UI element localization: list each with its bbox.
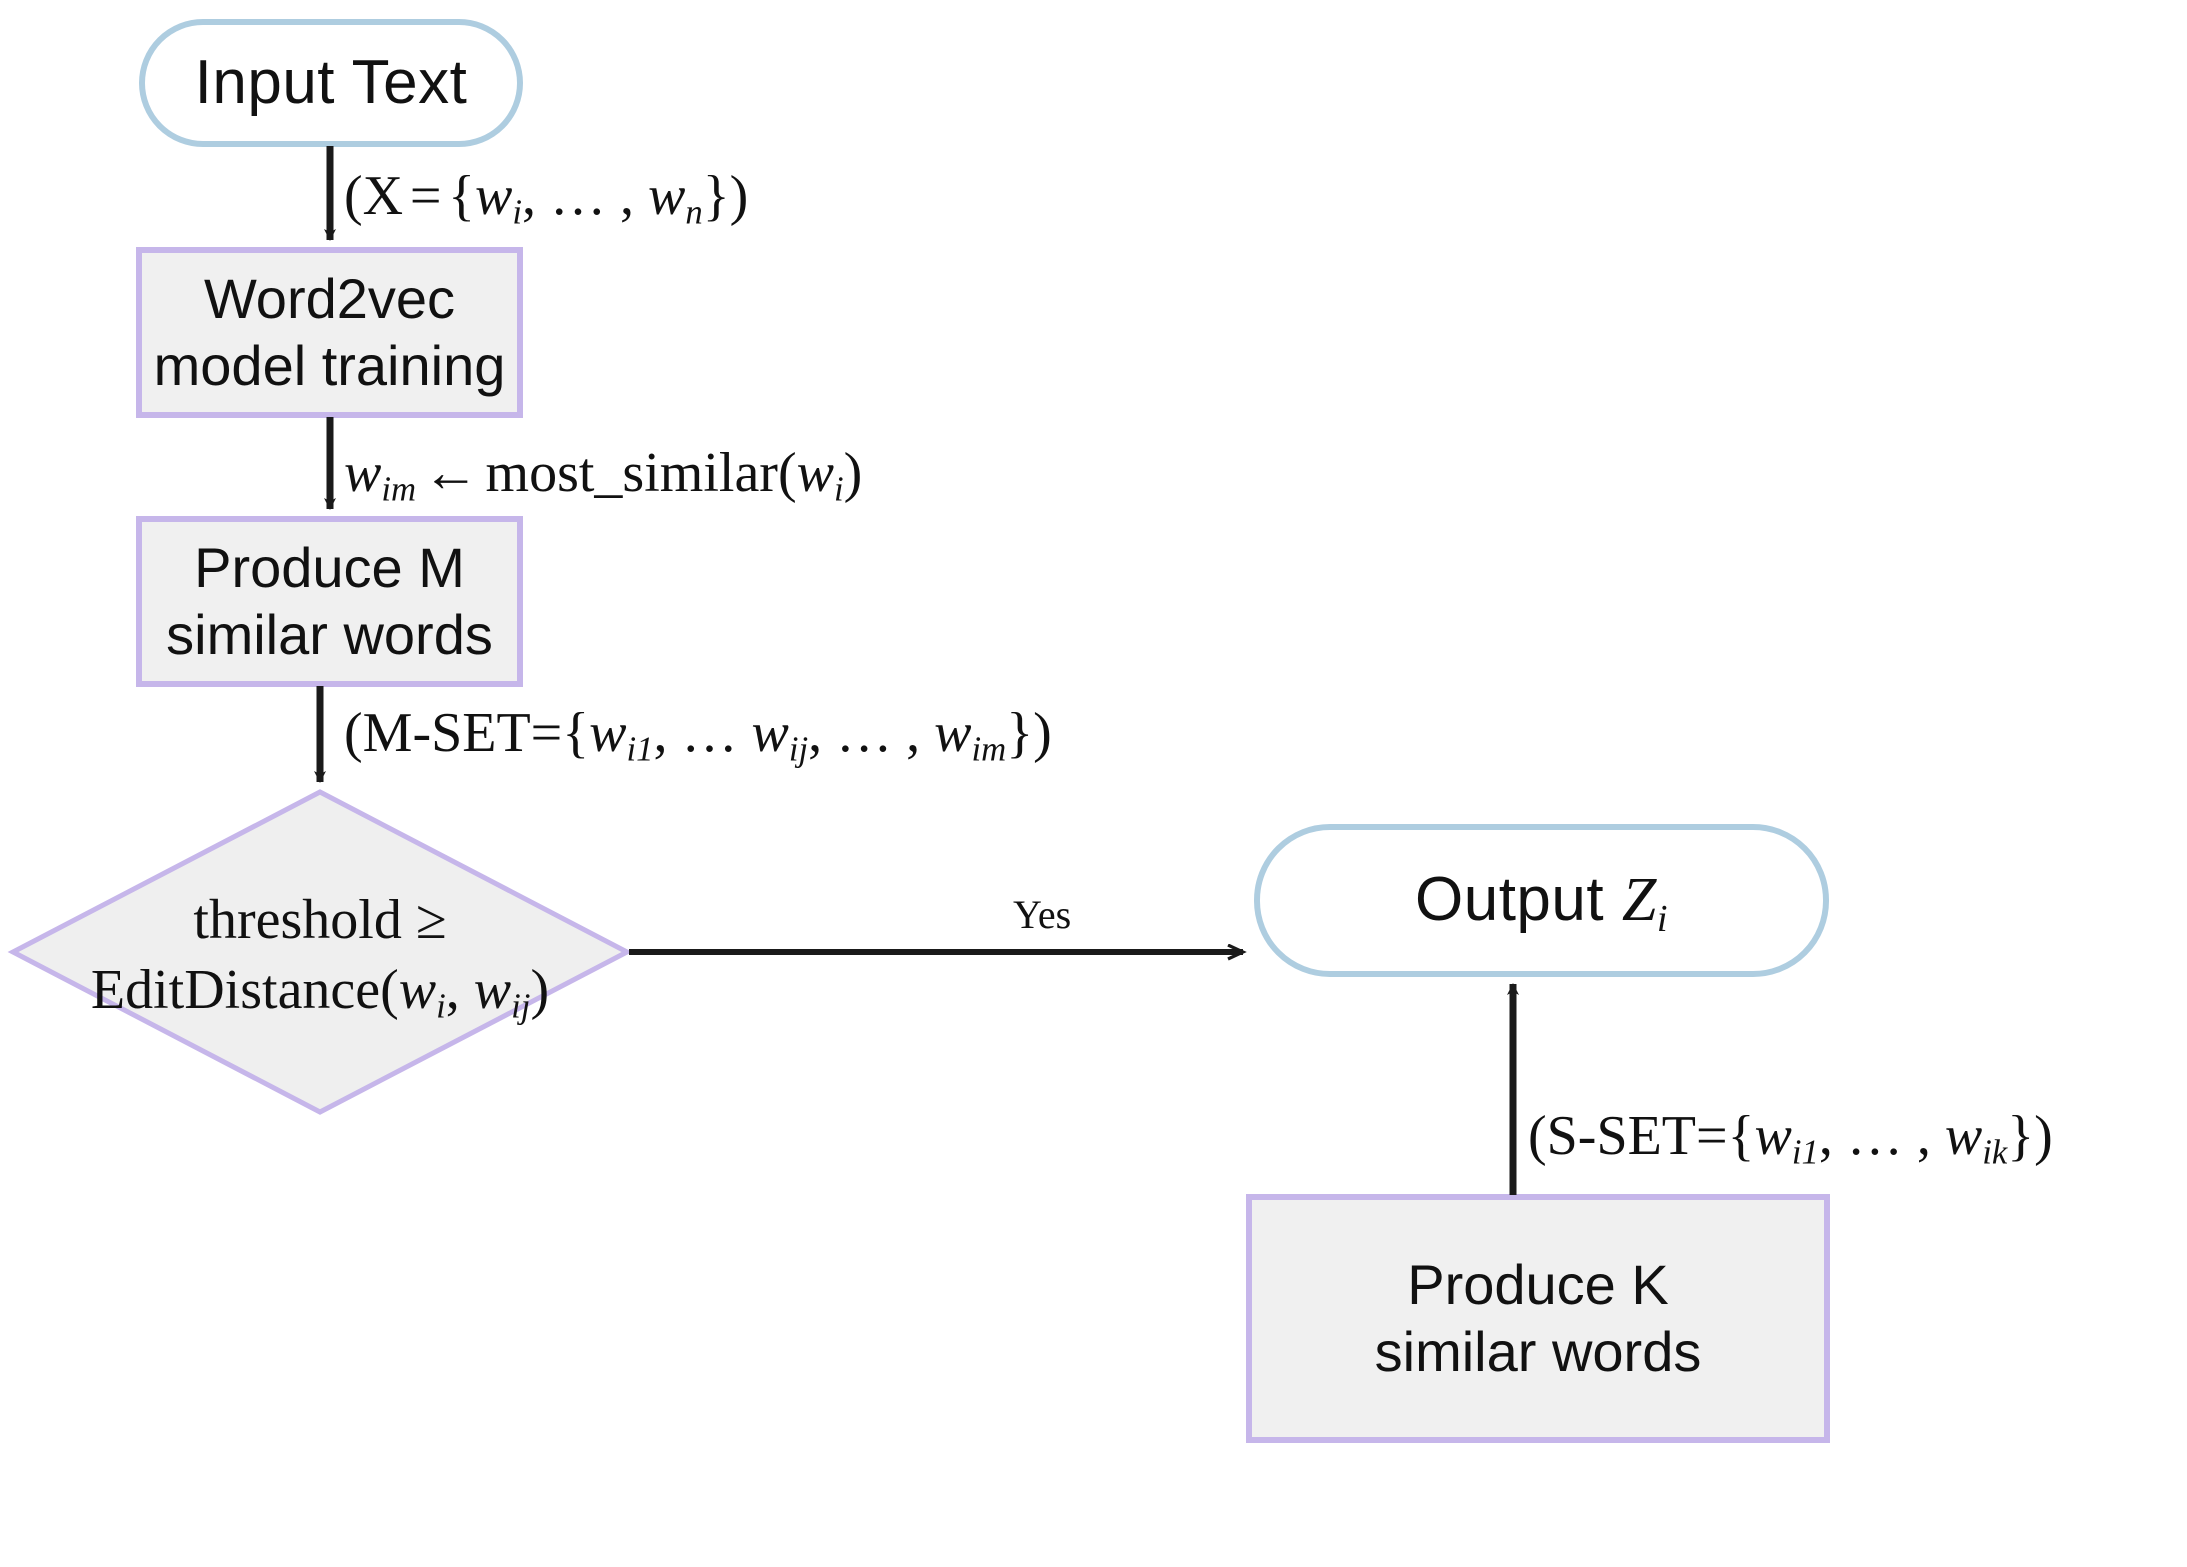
node-produce-k[interactable] — [1246, 1194, 1830, 1443]
node-produce-m[interactable] — [136, 516, 523, 687]
node-output-z[interactable] — [1254, 824, 1829, 977]
threshold-diamond[interactable] — [7, 789, 633, 1115]
node-input-text[interactable] — [139, 19, 523, 147]
node-word2vec[interactable] — [136, 247, 523, 418]
